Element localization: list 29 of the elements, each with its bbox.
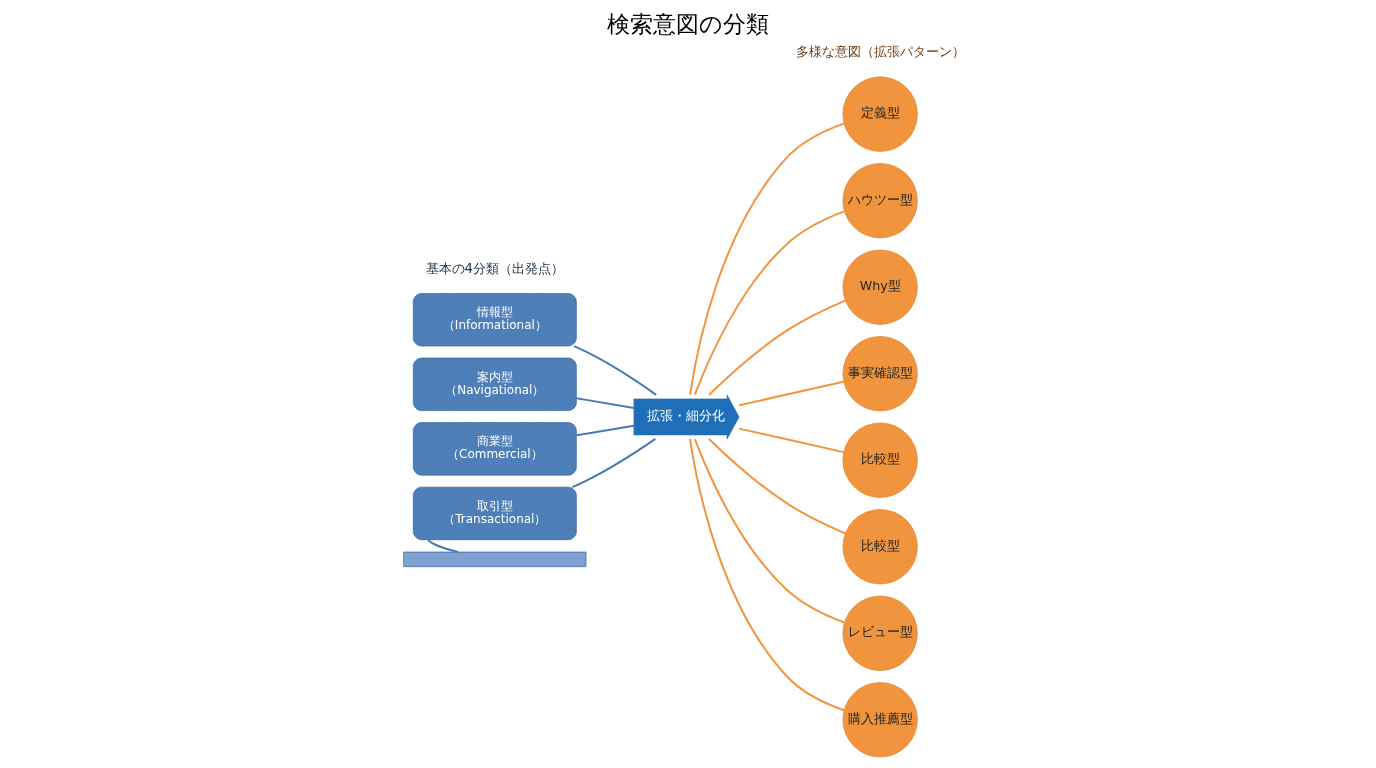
node-box: 案内型 （Navigational） xyxy=(412,357,577,411)
connector xyxy=(572,345,657,396)
connector xyxy=(688,122,845,396)
node-box: 商業型 （Commercial） xyxy=(412,422,577,476)
connector xyxy=(737,427,845,454)
diagram-title: 検索意図の分類 xyxy=(607,10,769,37)
node-circle: Why型 xyxy=(842,249,918,325)
connector xyxy=(693,210,845,396)
node-circle: 事実確認型 xyxy=(842,336,918,412)
node-bar xyxy=(402,551,586,567)
connector xyxy=(737,380,845,407)
node-box: 取引型 （Transactional） xyxy=(412,486,577,541)
label: 多様な意図（拡張パターン） xyxy=(795,44,965,60)
node-circle: 購入推薦型 xyxy=(842,682,918,758)
node-circle: 比較型 xyxy=(842,509,918,585)
connector xyxy=(575,397,635,410)
connector xyxy=(707,299,846,396)
connector xyxy=(693,438,845,624)
node-circle: 定義型 xyxy=(842,76,918,152)
connector xyxy=(688,438,845,712)
node-box: 情報型 （Informational） xyxy=(412,293,577,347)
connector xyxy=(575,424,635,437)
node-circle: レビュー型 xyxy=(842,595,918,671)
connector xyxy=(707,437,846,535)
node-circle: 比較型 xyxy=(842,422,918,498)
connector xyxy=(570,437,656,489)
connector xyxy=(426,538,459,553)
node-circle: ハウツー型 xyxy=(842,163,918,239)
label: 基本の4分類（出発点） xyxy=(425,260,564,276)
